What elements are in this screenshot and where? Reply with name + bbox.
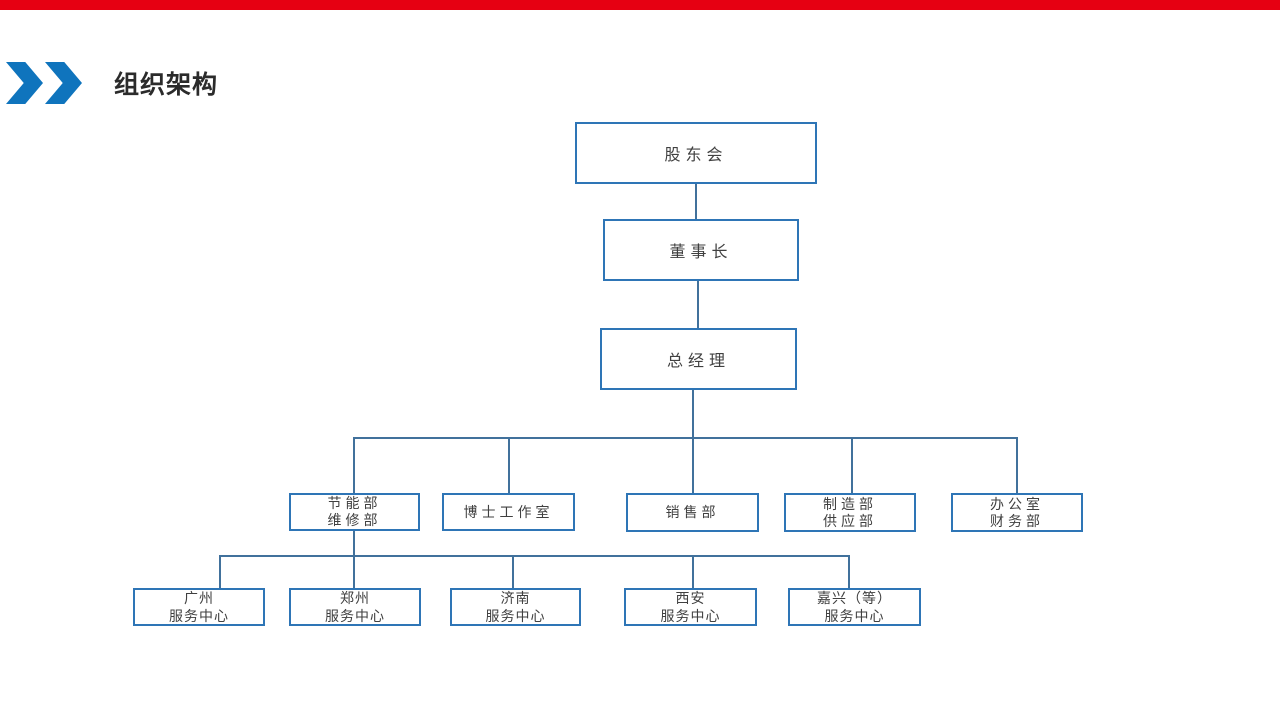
connector-line bbox=[848, 555, 850, 588]
org-node-sc-jiaxing: 嘉兴（等） 服务中心 bbox=[788, 588, 921, 626]
org-node-label: 博士工作室 bbox=[463, 503, 554, 520]
org-node-sc-xian: 西安 服务中心 bbox=[624, 588, 757, 626]
org-node-label: 维修部 bbox=[327, 512, 382, 528]
org-node-label: 服务中心 bbox=[660, 608, 721, 624]
org-node-label: 总经理 bbox=[666, 353, 730, 370]
connector-line bbox=[353, 437, 1018, 439]
org-node-sc-guangzhou: 广州 服务中心 bbox=[133, 588, 265, 626]
org-node-label: 广州 bbox=[184, 590, 214, 606]
org-node-label: 制造部 bbox=[823, 495, 877, 512]
org-node-label: 郑州 bbox=[340, 590, 370, 606]
connector-line bbox=[697, 281, 699, 328]
org-node-label: 股东会 bbox=[664, 147, 728, 164]
connector-line bbox=[353, 437, 355, 493]
org-node-label: 销售部 bbox=[665, 504, 720, 520]
connector-line bbox=[353, 531, 355, 555]
connector-line bbox=[692, 555, 694, 588]
org-node-label: 服务中心 bbox=[485, 608, 546, 624]
org-node-general-manager: 总经理 bbox=[600, 328, 797, 390]
org-node-label: 嘉兴（等） bbox=[817, 590, 892, 606]
connector-line bbox=[695, 184, 697, 219]
connector-line bbox=[508, 437, 510, 493]
org-node-dept-energy: 节能部 维修部 bbox=[289, 493, 420, 531]
org-node-label: 服务中心 bbox=[824, 608, 885, 624]
org-node-sc-jinan: 济南 服务中心 bbox=[450, 588, 581, 626]
org-node-dept-manufacturing: 制造部 供应部 bbox=[784, 493, 916, 532]
connector-line bbox=[219, 555, 221, 588]
connector-line bbox=[692, 390, 694, 437]
org-node-label: 服务中心 bbox=[169, 608, 229, 624]
connector-line bbox=[219, 555, 850, 557]
org-node-label: 财务部 bbox=[990, 512, 1044, 529]
org-node-sc-zhengzhou: 郑州 服务中心 bbox=[289, 588, 421, 626]
connector-line bbox=[851, 437, 853, 493]
org-node-dept-doctor-studio: 博士工作室 bbox=[442, 493, 575, 531]
org-node-chairman: 董事长 bbox=[603, 219, 799, 281]
connector-line bbox=[353, 555, 355, 588]
org-node-label: 办公室 bbox=[990, 495, 1044, 512]
org-node-label: 节能部 bbox=[327, 495, 382, 511]
page-title: 组织架构 bbox=[114, 71, 219, 99]
org-node-dept-office: 办公室 财务部 bbox=[951, 493, 1083, 532]
slide-header: 组织架构 bbox=[6, 62, 218, 104]
org-node-dept-sales: 销售部 bbox=[626, 493, 759, 532]
org-node-label: 服务中心 bbox=[325, 608, 385, 624]
org-node-label: 西安 bbox=[675, 590, 706, 606]
org-node-label: 济南 bbox=[500, 590, 531, 606]
org-node-label: 董事长 bbox=[669, 244, 733, 261]
org-node-label: 供应部 bbox=[823, 512, 877, 529]
connector-line bbox=[692, 437, 694, 493]
top-accent-bar bbox=[0, 0, 1280, 10]
org-node-shareholders: 股东会 bbox=[575, 122, 817, 184]
connector-line bbox=[1016, 437, 1018, 493]
connector-line bbox=[512, 555, 514, 588]
